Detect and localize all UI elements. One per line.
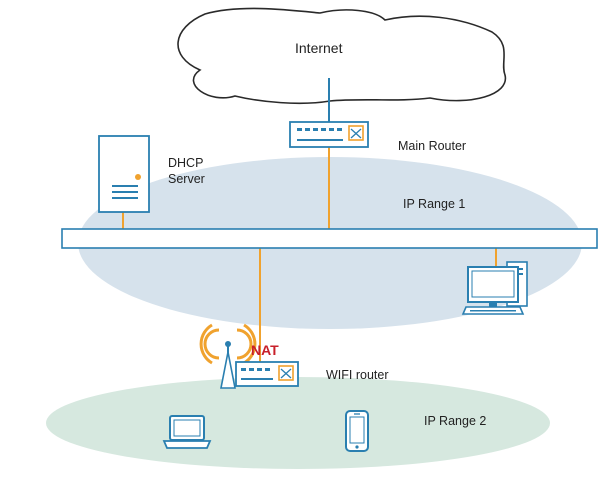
main-router-label: Main Router — [398, 139, 467, 153]
wifi-router-icon — [199, 323, 299, 389]
cloud-icon — [177, 7, 507, 105]
ip-range-2-label: IP Range 2 — [424, 414, 487, 428]
nat-label: NAT — [251, 342, 279, 358]
desktop-computer-icon — [461, 261, 528, 315]
backbone-switch-bar — [61, 228, 598, 249]
ip-range-1-label: IP Range 1 — [403, 197, 466, 211]
wifi-router-label: WIFI router — [326, 368, 389, 382]
smartphone-icon — [345, 410, 369, 452]
server-tower-icon — [98, 135, 150, 213]
router-icon — [289, 121, 369, 148]
dhcp-server-label-line2: Server — [168, 172, 205, 186]
laptop-icon — [162, 415, 212, 449]
internet-label: Internet — [295, 40, 343, 56]
dhcp-server-label-line1: DHCP — [168, 156, 204, 170]
